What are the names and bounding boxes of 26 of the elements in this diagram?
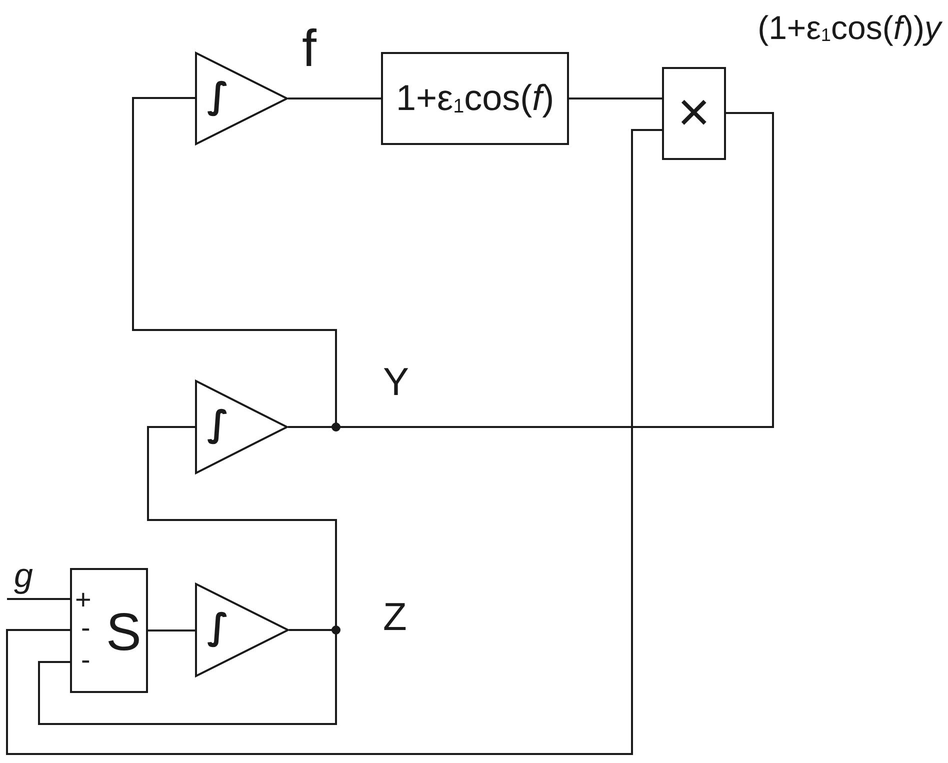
summer-label: S xyxy=(106,606,142,659)
signal-label: Y xyxy=(383,363,410,402)
integrator-triangle xyxy=(195,52,288,145)
output-expression: (1+ε$_{1}$cos(f))y xyxy=(758,11,941,44)
signal-label: g xyxy=(7,559,37,599)
connector-line xyxy=(148,630,195,632)
integrator-triangle xyxy=(195,583,289,677)
multiplier-box xyxy=(662,67,726,160)
connector-line xyxy=(288,98,381,100)
connector-line xyxy=(132,97,337,428)
multiply-sign: × xyxy=(678,84,710,140)
minus-sign: - xyxy=(81,646,90,674)
connector-line xyxy=(6,129,662,755)
plus-sign: + xyxy=(75,586,92,614)
integrator-triangle xyxy=(195,380,288,474)
signal-label: f xyxy=(302,23,316,75)
minus-sign: - xyxy=(81,614,90,642)
summing-box xyxy=(70,568,148,693)
function-box xyxy=(381,52,569,145)
signal-label: Z xyxy=(383,598,407,637)
integral-sign: ∫ xyxy=(207,610,229,646)
integral-sign: ∫ xyxy=(207,407,229,443)
connector-line xyxy=(7,598,70,600)
connector-line xyxy=(569,98,662,100)
integral-sign: ∫ xyxy=(207,79,229,115)
function-label: 1+ε$_{1}$cos(f) xyxy=(396,80,554,116)
